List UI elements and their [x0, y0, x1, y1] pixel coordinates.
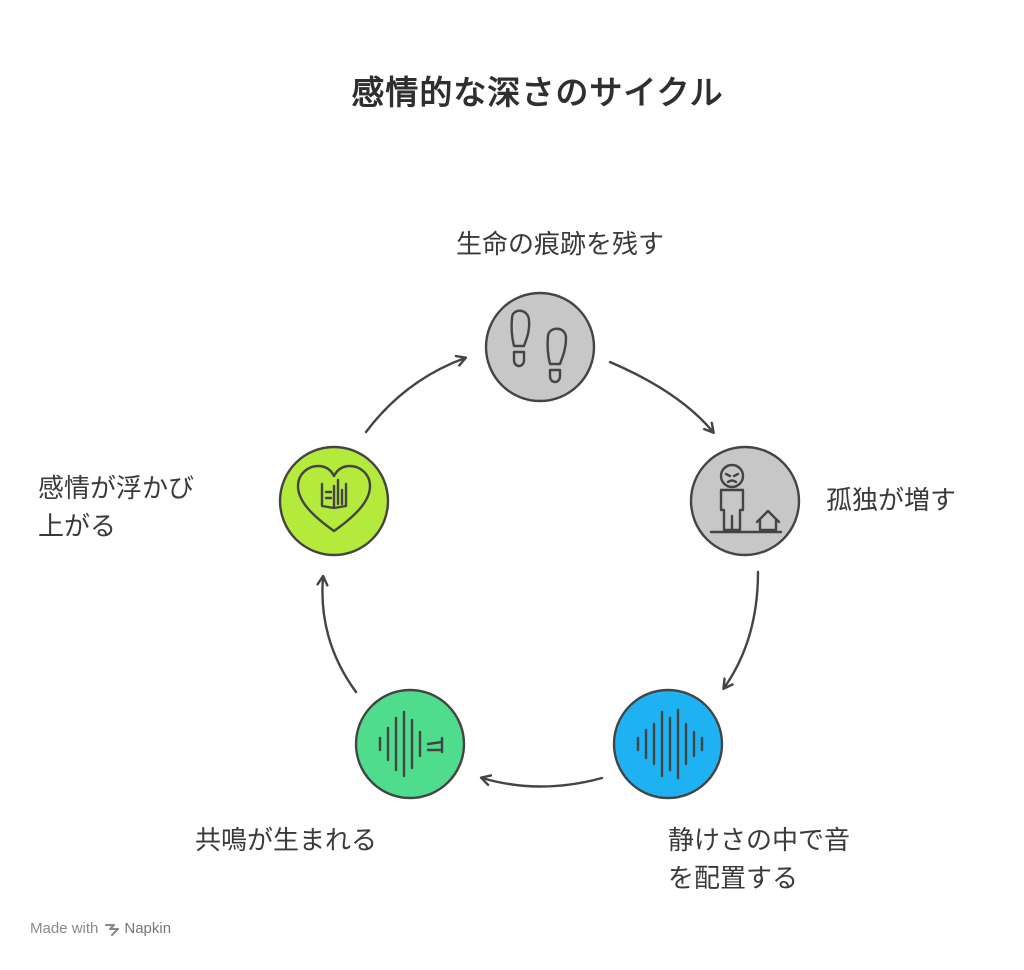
arrow-2-to-3: [724, 570, 760, 688]
made-with-text: Made with: [30, 920, 99, 937]
napkin-brand-label: Napkin: [124, 920, 172, 937]
node-label-line: 感情が浮かび: [38, 474, 195, 504]
heart-book-icon: [296, 464, 372, 533]
arrow-4-to-5: [322, 577, 358, 694]
node-resonance: [354, 688, 466, 800]
lonely-person-house-icon: [709, 463, 783, 534]
node-loneliness: [689, 445, 801, 557]
diagram-title: 感情的な深さのサイクル: [351, 73, 724, 112]
node-place-sound: [612, 688, 724, 800]
node-label-loneliness: 孤独が増す: [826, 486, 957, 516]
node-label-line: を配置する: [668, 864, 799, 894]
made-with-footer: Made with Napkin: [30, 920, 171, 937]
napkin-brand[interactable]: Napkin: [104, 920, 171, 937]
node-label-emotions-rise: 感情が浮かび 上がる: [38, 470, 194, 546]
footprints-icon: [510, 309, 568, 384]
arrow-1-to-2: [608, 360, 713, 432]
node-label-line: 上がる: [38, 512, 117, 542]
node-emotions-rise: [278, 445, 390, 557]
node-label-leave-traces: 生命の痕跡を残す: [456, 230, 665, 260]
napkin-logo-icon: [105, 923, 120, 936]
arrow-3-to-4: [482, 778, 604, 788]
node-label-resonance: 共鳴が生まれる: [195, 826, 378, 856]
arrow-5-to-1: [364, 358, 465, 434]
node-label-place-sound: 静けさの中で音 を配置する: [668, 822, 850, 898]
node-footprints: [484, 291, 596, 403]
sound-wave-icon: [636, 708, 704, 780]
sound-wave-chart-icon: [378, 710, 444, 778]
node-label-line: 静けさの中で音: [668, 826, 851, 856]
